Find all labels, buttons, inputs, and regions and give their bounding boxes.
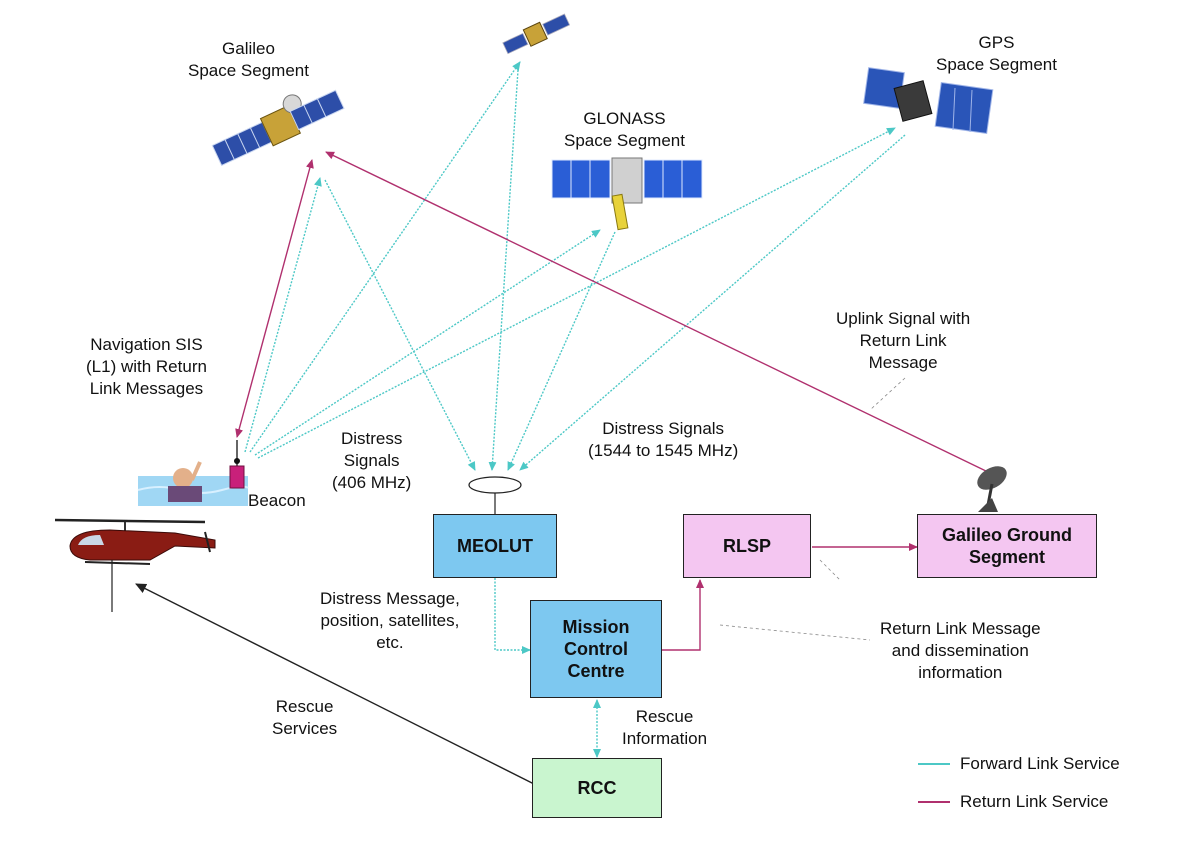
forward-link-beacon-glonass	[254, 229, 601, 456]
distress-1544-label: Distress Signals (1544 to 1545 MHz)	[588, 419, 739, 460]
return-link-ground-galileo	[325, 151, 989, 473]
galileo-ground-segment-box: Galileo Ground Segment	[917, 514, 1097, 578]
mission-control-centre-box: Mission Control Centre	[530, 600, 662, 698]
forward-link-meolut-mcc	[494, 578, 531, 654]
rescue-services-label: Rescue Services	[272, 697, 338, 738]
ground-station-dish-icon	[977, 466, 1007, 512]
glonass-satellite-icon	[551, 157, 703, 231]
return-link-galileo-beacon	[235, 159, 314, 438]
galileo-space-segment-label: Galileo Space Segment	[188, 39, 309, 80]
legend-forward-link: Forward Link Service	[918, 754, 1120, 774]
leader-uplink	[869, 377, 906, 411]
meolut-antenna-icon	[468, 476, 522, 494]
return-link-mcc-rlsp	[662, 579, 704, 651]
legend-return-label: Return Link Service	[960, 792, 1109, 811]
gps-satellite-icon	[863, 67, 994, 134]
legend-return-line-icon	[918, 801, 950, 803]
glonass-space-segment-label: GLONASS Space Segment	[564, 109, 685, 150]
legend-return-link: Return Link Service	[918, 792, 1108, 812]
leader-rlsp-ground	[819, 559, 841, 581]
legend-forward-line-icon	[918, 763, 950, 765]
forward-link-beacon-galileo	[244, 177, 322, 453]
meolut-box: MEOLUT	[433, 514, 557, 578]
distress-406-label: Distress Signals (406 MHz)	[332, 429, 412, 492]
distress-message-label: Distress Message, position, satellites, …	[320, 589, 460, 652]
beacon-icon	[229, 440, 245, 489]
forward-link-gps-meolut	[519, 134, 906, 471]
navigation-sis-label: Navigation SIS (L1) with Return Link Mes…	[86, 335, 207, 398]
forward-link-galileo-meolut	[324, 179, 476, 471]
rlsp-box: RLSP	[683, 514, 811, 578]
legend-forward-label: Forward Link Service	[960, 754, 1120, 773]
forward-link-beacon-gps	[257, 127, 896, 459]
helicopter-icon	[54, 518, 216, 612]
satellite-top-icon	[502, 13, 571, 55]
rescue-services-arrow	[135, 583, 539, 787]
forward-link-top-sat-meolut	[488, 69, 519, 471]
leader-return-link-msg	[719, 624, 871, 641]
rescue-information-label: Rescue Information	[622, 707, 708, 748]
rcc-box: RCC	[532, 758, 662, 818]
forward-link-glonass-meolut	[507, 231, 616, 471]
gps-space-segment-label: GPS Space Segment	[936, 33, 1057, 74]
beacon-label: Beacon	[248, 491, 306, 510]
galileo-satellite-icon	[211, 89, 345, 167]
return-link-message-label: Return Link Message and dissemination in…	[880, 619, 1041, 682]
uplink-signal-label: Uplink Signal with Return Link Message	[836, 309, 971, 372]
